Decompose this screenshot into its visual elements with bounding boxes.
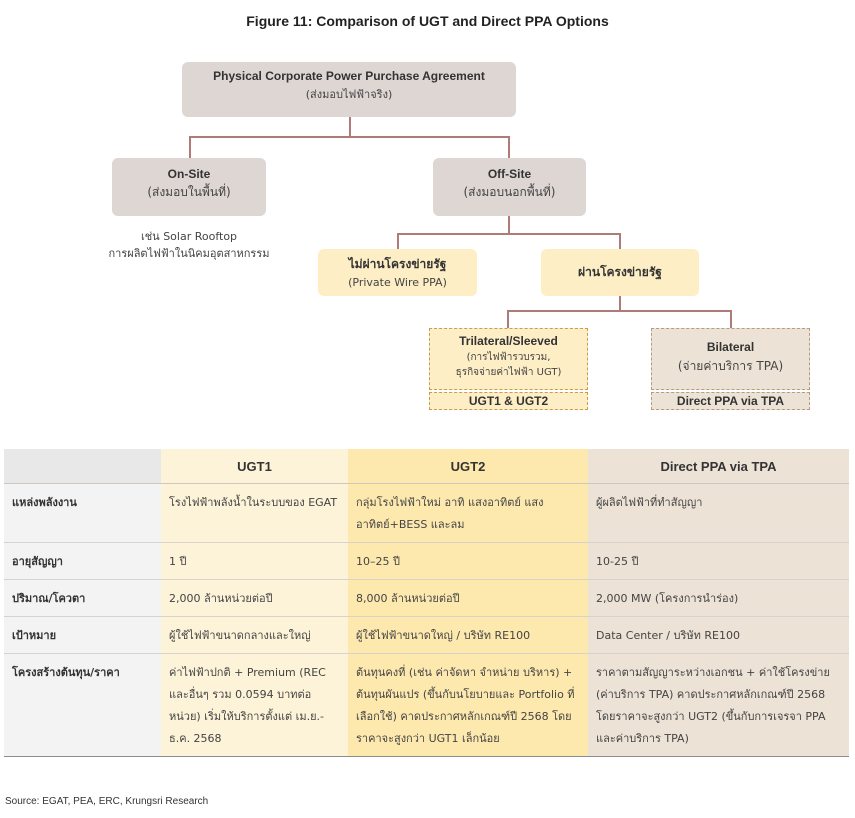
root-box: Physical Corporate Power Purchase Agreem… [182, 62, 516, 117]
row-label: อายุสัญญา [4, 542, 161, 580]
trilateral-sub2: ธุรกิจจ่ายค่าไฟฟ้า UGT) [455, 367, 562, 378]
onsite-box: On-Site (ส่งมอบในพื้นที่) [112, 158, 266, 216]
via-grid-box: ผ่านโครงข่ายรัฐ [541, 249, 699, 296]
bilateral-tag: Direct PPA via TPA [651, 392, 810, 410]
cell-ugt2: ต้นทุนคงที่ (เช่น ค่าจัดหา จำหน่าย บริหา… [348, 653, 588, 757]
row-label: เป้าหมาย [4, 616, 161, 654]
table-row: ปริมาณ/โควตา 2,000 ล้านหน่วยต่อปี 8,000 … [4, 579, 849, 617]
root-title: Physical Corporate Power Purchase Agreem… [213, 69, 485, 83]
connector-viagrid-stem [619, 296, 621, 311]
row-label: โครงสร้างต้นทุน/ราคา [4, 653, 161, 757]
bilateral-box: Bilateral (จ่ายค่าบริการ TPA) [651, 328, 810, 390]
connector-offsite-stem [508, 216, 510, 234]
cell-direct: ราคาตามสัญญาระหว่างเอกชน + ค่าใช้โครงข่า… [588, 653, 849, 757]
cell-ugt1: ค่าไฟฟ้าปกติ + Premium (REC และอื่นๆ รวม… [161, 653, 348, 757]
table-header-row: UGT1 UGT2 Direct PPA via TPA [4, 449, 849, 484]
cell-direct: ผู้ผลิตไฟฟ้าที่ทำสัญญา [588, 483, 849, 543]
cell-direct: 10-25 ปี [588, 542, 849, 580]
header-ugt1: UGT1 [161, 449, 348, 484]
header-ugt2: UGT2 [348, 449, 588, 484]
no-grid-title: ไม่ผ่านโครงข่ายรัฐ [348, 257, 447, 271]
cell-ugt2: 8,000 ล้านหน่วยต่อปี [348, 579, 588, 617]
table-row: โครงสร้างต้นทุน/ราคา ค่าไฟฟ้าปกติ + Prem… [4, 653, 849, 757]
trilateral-tag: UGT1 & UGT2 [429, 392, 588, 410]
onsite-subtitle: (ส่งมอบในพื้นที่) [147, 185, 231, 199]
table-row: แหล่งพลังงาน โรงไฟฟ้าพลังน้ำในระบบของ EG… [4, 483, 849, 543]
connector-offsite-down [508, 136, 510, 159]
bilateral-subtitle: (จ่ายค่าบริการ TPA) [677, 359, 784, 373]
cell-direct: Data Center / บริษัท RE100 [588, 616, 849, 654]
cell-ugt1: 2,000 ล้านหน่วยต่อปี [161, 579, 348, 617]
onsite-note-line2: การผลิตไฟฟ้าในนิคมอุตสาหกรรม [108, 247, 270, 260]
offsite-subtitle: (ส่งมอบนอกพื้นที่) [463, 185, 556, 199]
connector-onsite-down [189, 136, 191, 159]
cell-ugt2: กลุ่มโรงไฟฟ้าใหม่ อาทิ แสงอาทิตย์ แสงอาท… [348, 483, 588, 543]
trilateral-title: Trilateral/Sleeved [459, 334, 558, 348]
comparison-table: UGT1 UGT2 Direct PPA via TPA แหล่งพลังงา… [4, 449, 849, 757]
connector-root-down [349, 117, 351, 137]
cell-ugt1: ผู้ใช้ไฟฟ้าขนาดกลางและใหญ่ [161, 616, 348, 654]
cell-ugt1: 1 ปี [161, 542, 348, 580]
connector-viagrid-down [619, 233, 621, 250]
cell-ugt2: ผู้ใช้ไฟฟ้าขนาดใหญ่ / บริษัท RE100 [348, 616, 588, 654]
offsite-title: Off-Site [487, 167, 532, 181]
cell-direct: 2,000 MW (โครงการนำร่อง) [588, 579, 849, 617]
figure-title: Figure 11: Comparison of UGT and Direct … [246, 13, 609, 29]
trilateral-box: Trilateral/Sleeved (การไฟฟ้ารวบรวม, ธุรก… [429, 328, 588, 390]
source-note: Source: EGAT, PEA, ERC, Krungsri Researc… [5, 796, 209, 807]
connector-level2-horizontal [397, 233, 621, 235]
root-subtitle: (ส่งมอบไฟฟ้าจริง) [305, 88, 393, 101]
row-label: ปริมาณ/โควตา [4, 579, 161, 617]
header-direct-ppa: Direct PPA via TPA [588, 449, 849, 484]
cell-ugt1: โรงไฟฟ้าพลังน้ำในระบบของ EGAT [161, 483, 348, 543]
no-grid-subtitle: (Private Wire PPA) [348, 276, 447, 289]
bilateral-title: Bilateral [706, 340, 755, 354]
header-empty [4, 449, 161, 484]
cell-ugt2: 10–25 ปี [348, 542, 588, 580]
trilateral-sub1: (การไฟฟ้ารวบรวม, [466, 352, 551, 363]
onsite-note-line1: เช่น Solar Rooftop [140, 230, 238, 243]
bilateral-tag-label: Direct PPA via TPA [676, 394, 785, 408]
onsite-note: เช่น Solar Rooftop การผลิตไฟฟ้าในนิคมอุต… [80, 228, 298, 262]
table-row: เป้าหมาย ผู้ใช้ไฟฟ้าขนาดกลางและใหญ่ ผู้ใ… [4, 616, 849, 654]
connector-bilateral-down [730, 310, 732, 329]
connector-nogrid-down [397, 233, 399, 250]
via-grid-title: ผ่านโครงข่ายรัฐ [578, 265, 662, 279]
trilateral-tag-label: UGT1 & UGT2 [468, 394, 549, 408]
connector-trilateral-down [507, 310, 509, 329]
offsite-box: Off-Site (ส่งมอบนอกพื้นที่) [433, 158, 586, 216]
no-grid-box: ไม่ผ่านโครงข่ายรัฐ (Private Wire PPA) [318, 249, 477, 296]
connector-level1-horizontal [189, 136, 510, 138]
table-row: อายุสัญญา 1 ปี 10–25 ปี 10-25 ปี [4, 542, 849, 580]
row-label: แหล่งพลังงาน [4, 483, 161, 543]
onsite-title: On-Site [167, 167, 211, 181]
connector-level3-horizontal [507, 310, 732, 312]
